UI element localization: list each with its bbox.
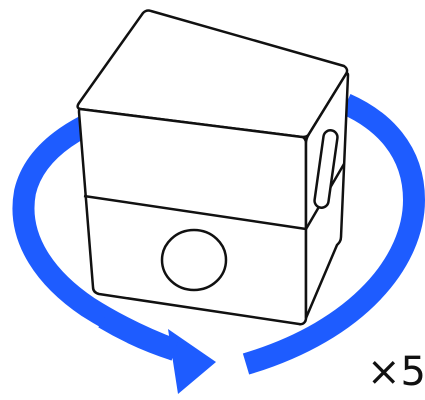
rotation-arrow-head-icon bbox=[168, 329, 216, 394]
round-port-icon bbox=[160, 228, 228, 292]
rotation-arrow-front-icon bbox=[98, 308, 179, 361]
boxed-ink-pack-icon bbox=[76, 9, 350, 326]
box-front-face bbox=[77, 107, 308, 326]
rotation-arrow-back-right-icon bbox=[242, 93, 425, 375]
side-handle-icon bbox=[313, 129, 339, 209]
box-front-seam bbox=[83, 194, 307, 231]
repeat-count-label: ×5 bbox=[367, 349, 425, 395]
